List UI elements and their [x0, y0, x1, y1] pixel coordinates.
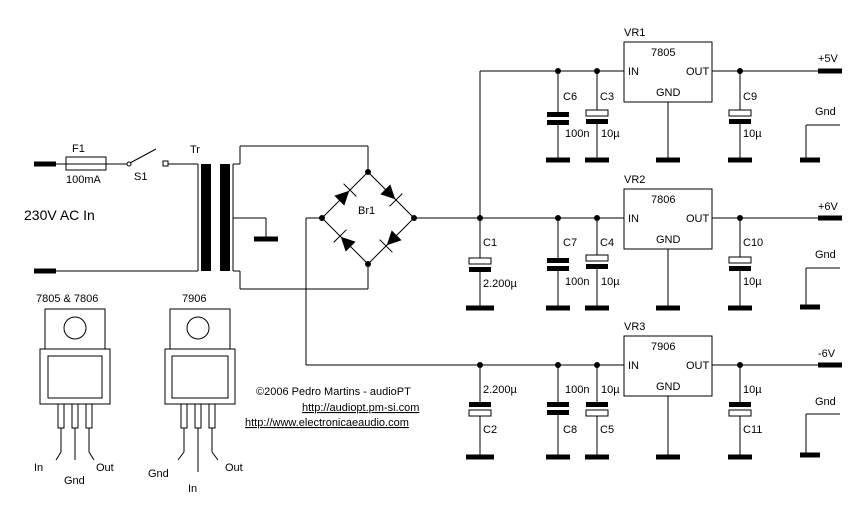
vr3-gnd-label: Gnd — [815, 396, 836, 408]
credits: ©2006 Pedro Martins - audioPT http://aud… — [245, 386, 419, 429]
bridge-ref: Br1 — [358, 205, 375, 217]
c5-ref: C5 — [600, 424, 614, 436]
stage-vr1: C6 100n C3 10µ VR1 7805 IN OUT GND C9 10… — [546, 27, 842, 163]
link-audiopt[interactable]: http://audiopt.pm-si.com — [302, 402, 419, 414]
vr2-pin-out: OUT — [686, 213, 710, 225]
transformer-tr — [197, 145, 368, 290]
pinout-1-pin2: Gnd — [64, 475, 85, 487]
vr1-pin-gnd: GND — [656, 87, 681, 99]
vr1-gnd-label: Gnd — [815, 106, 836, 118]
pinout-1-pin1: In — [34, 462, 43, 474]
vr2-pin-gnd: GND — [656, 234, 681, 246]
c1-ref: C1 — [483, 237, 497, 249]
c9-ref: C9 — [743, 91, 757, 103]
vr2-gnd-label: Gnd — [815, 249, 836, 261]
regulator-vr3 — [623, 335, 713, 397]
pinout-1-title: 7805 & 7806 — [36, 293, 98, 305]
vr2-ref: VR2 — [624, 174, 645, 186]
link-electronicaeaudio[interactable]: http://www.electronicaeaudio.com — [245, 417, 409, 429]
c4-ref: C4 — [600, 237, 614, 249]
vr3-pin-out: OUT — [686, 360, 710, 372]
c3-value: 10µ — [601, 128, 620, 140]
vr2-pin-in: IN — [628, 213, 639, 225]
pinout-2-title: 7906 — [182, 293, 206, 305]
c10-value: 10µ — [743, 276, 762, 288]
vr1-part: 7805 — [651, 47, 675, 59]
pinout-7805-7806: 7805 & 7806 In Gnd Out — [34, 293, 114, 487]
vr1-pin-out: OUT — [686, 66, 710, 78]
c6-ref: C6 — [563, 91, 577, 103]
pinout-2-pin3: Out — [225, 462, 243, 474]
c6-value: 100n — [565, 128, 589, 140]
pinout-7906: 7906 Gnd In Out — [148, 293, 243, 495]
c10-ref: C10 — [743, 237, 763, 249]
regulator-vr2 — [623, 188, 713, 250]
vr2-part: 7806 — [651, 194, 675, 206]
c7-ref: C7 — [563, 237, 577, 249]
pinout-1-pin3: Out — [96, 462, 114, 474]
capacitor-c2: 2.200µ C2 — [466, 362, 518, 460]
c2-value: 2.200µ — [483, 384, 518, 396]
pinout-2-pin1: Gnd — [148, 468, 169, 480]
switch-s1-lever — [129, 148, 157, 164]
vr1-ref: VR1 — [624, 27, 645, 39]
vr3-output-label: -6V — [818, 348, 836, 360]
vr2-output-label: +6V — [818, 201, 839, 213]
stage-vr3: 100n C8 10µ C5 VR3 7906 IN OUT GND 10µ C… — [546, 321, 842, 460]
regulator-vr1 — [623, 41, 713, 103]
bridge-rectifier-br1: Br1 — [305, 146, 824, 366]
capacitor-c1: C1 2.200µ — [466, 218, 518, 311]
vr1-output-label: +5V — [818, 53, 839, 65]
switch-s1-contact-b — [162, 160, 169, 167]
vr3-ref: VR3 — [624, 321, 645, 333]
c5-value: 10µ — [601, 384, 620, 396]
ac-input-section: F1 100mA S1 230V AC In Tr — [24, 143, 368, 290]
c8-value: 100n — [565, 384, 589, 396]
vr3-pin-in: IN — [628, 360, 639, 372]
c11-ref: C11 — [743, 424, 762, 436]
copyright-text: ©2006 Pedro Martins - audioPT — [256, 386, 411, 398]
c11-value: 10µ — [743, 384, 762, 396]
c4-value: 10µ — [601, 276, 620, 288]
vr1-pin-in: IN — [628, 66, 639, 78]
c1-value: 2.200µ — [483, 278, 518, 290]
c2-ref: C2 — [483, 424, 497, 436]
ac-input-label: 230V AC In — [24, 207, 95, 223]
c8-ref: C8 — [563, 424, 577, 436]
transformer-ref: Tr — [190, 144, 200, 156]
switch-ref: S1 — [134, 171, 147, 183]
c9-value: 10µ — [743, 128, 762, 140]
stage-vr2: C7 100n C4 10µ VR2 7806 IN OUT GND C10 1… — [546, 174, 842, 311]
vr3-part: 7906 — [651, 341, 675, 353]
pinout-2-pin2: In — [188, 483, 197, 495]
fuse-ref: F1 — [72, 143, 85, 155]
fuse-value: 100mA — [66, 174, 102, 186]
vr3-pin-gnd: GND — [656, 381, 681, 393]
c7-value: 100n — [565, 276, 589, 288]
c3-ref: C3 — [600, 91, 614, 103]
